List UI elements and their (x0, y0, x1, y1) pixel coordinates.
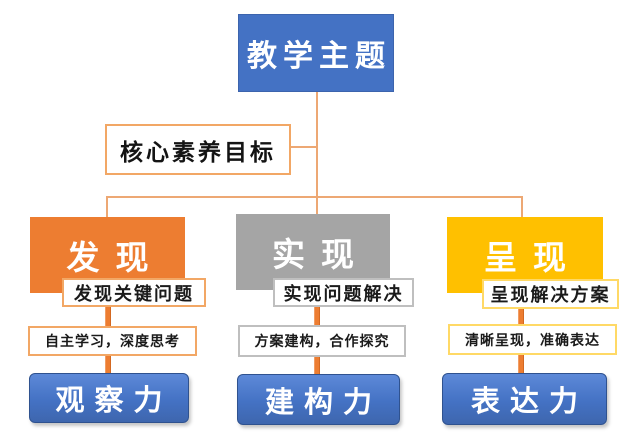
ability-label-expression: 表达力 (470, 384, 588, 418)
connector-trunk-line (316, 90, 318, 215)
ability-box-construction: 建构力 (237, 374, 400, 425)
connector-task-method-middle (314, 303, 320, 328)
ability-box-observation: 观察力 (29, 373, 189, 423)
connector-method-ability-left (105, 353, 111, 373)
core-literacy-goal-box: 核心素养目标 (105, 124, 291, 175)
stage-label-discover: 发现 (66, 238, 165, 277)
ability-label-construction: 建构力 (264, 384, 382, 419)
stage-label-present: 呈现 (484, 238, 582, 277)
connector-task-method-left (105, 303, 111, 327)
core-literacy-goal-label: 核心素养目标 (120, 138, 276, 166)
method-box-discover: 自主学习，深度思考 (28, 326, 197, 356)
task-box-present: 呈现解决方案 (482, 279, 619, 309)
task-label-discover: 发现关键问题 (74, 283, 194, 305)
teaching-theme-box: 教学主题 (238, 14, 394, 92)
ability-label-observation: 观察力 (55, 383, 173, 417)
task-label-present: 呈现解决方案 (490, 285, 611, 306)
method-label-present: 清晰呈现，准确表达 (465, 332, 600, 349)
ability-box-expression: 表达力 (442, 373, 607, 425)
task-box-realize: 实现问题解决 (273, 278, 414, 307)
teaching-theme-label: 教学主题 (247, 39, 391, 74)
task-box-discover: 发现关键问题 (62, 278, 206, 307)
method-box-realize: 方案建构，合作探究 (238, 325, 406, 357)
method-box-present: 清晰呈现，准确表达 (448, 324, 617, 355)
connector-method-ability-middle (314, 353, 320, 374)
connector-method-ability-right (518, 351, 524, 373)
stage-label-realize: 实现 (272, 235, 370, 274)
stage-box-realize: 实现 (236, 214, 390, 290)
method-label-discover: 自主学习，深度思考 (45, 334, 180, 350)
connector-task-method-right (518, 305, 524, 325)
method-label-realize: 方案建构，合作探究 (254, 334, 390, 350)
connector-branch-line (106, 196, 523, 198)
task-label-realize: 实现问题解决 (283, 283, 404, 305)
connector-drop-left-line (106, 196, 108, 218)
connector-goal-elbow-line (287, 146, 317, 148)
connector-drop-right-line (521, 196, 523, 218)
